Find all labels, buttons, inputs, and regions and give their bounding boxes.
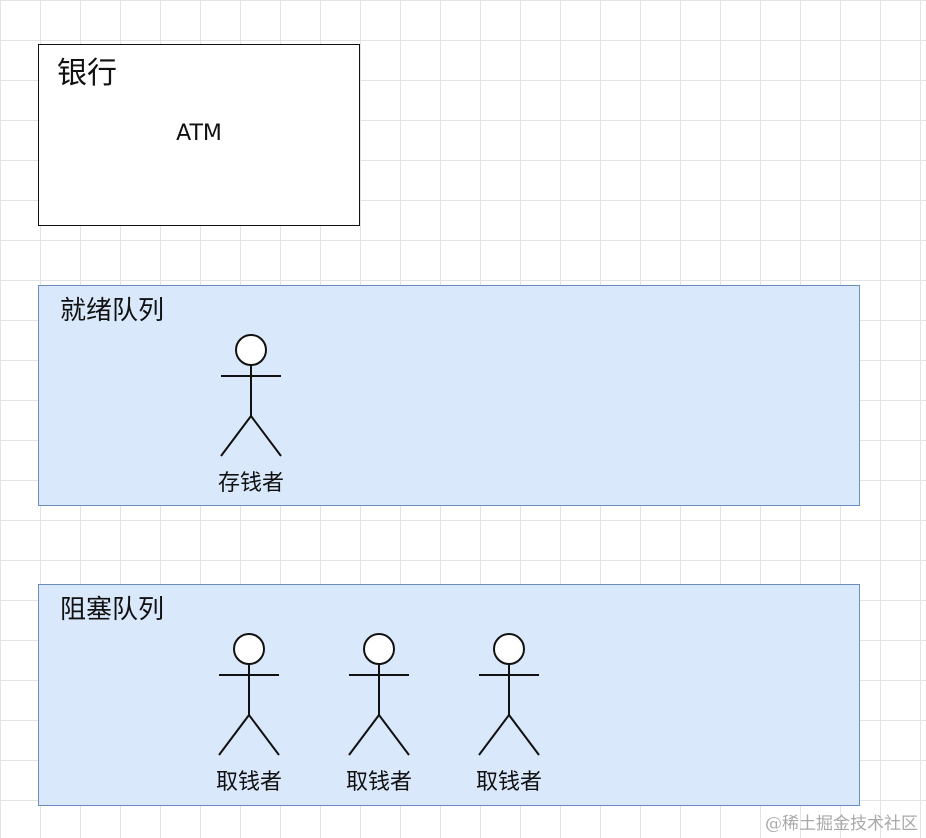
- stick-figure-icon: [478, 633, 540, 756]
- bank-title: 银行: [57, 56, 117, 91]
- actor-label: 存钱者: [217, 471, 284, 496]
- depositor-actor: 存钱者: [218, 334, 284, 496]
- stick-figure-icon: [220, 334, 282, 457]
- withdrawer-actor: 取钱者: [346, 633, 412, 795]
- blocked-queue-box: 阻塞队列 取钱者 取钱者 取钱者: [38, 584, 860, 806]
- actor-label: 取钱者: [475, 770, 542, 795]
- bank-box: 银行 ATM: [38, 44, 360, 226]
- blocked-queue-title: 阻塞队列: [60, 595, 165, 625]
- atm-label: ATM: [176, 121, 222, 146]
- ready-queue-box: 就绪队列 存钱者: [38, 285, 860, 506]
- withdrawer-actor: 取钱者: [216, 633, 282, 795]
- stick-figure-icon: [348, 633, 410, 756]
- actor-label: 取钱者: [215, 770, 282, 795]
- actor-label: 取钱者: [345, 770, 412, 795]
- ready-queue-title: 就绪队列: [60, 296, 165, 326]
- stick-figure-icon: [218, 633, 280, 756]
- watermark: @稀土掘金技术社区: [765, 814, 918, 834]
- withdrawer-actor: 取钱者: [476, 633, 542, 795]
